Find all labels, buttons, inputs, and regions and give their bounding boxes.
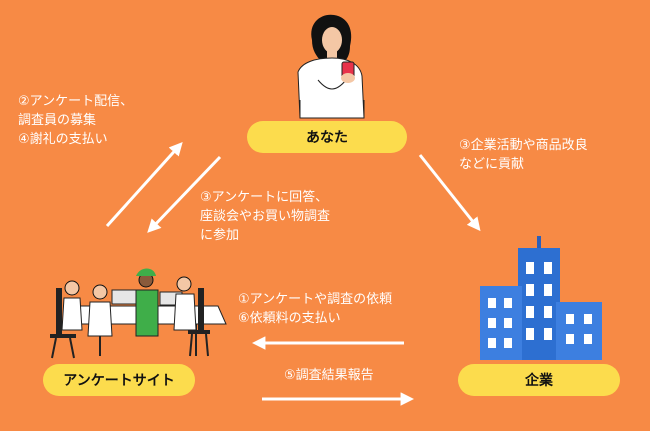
label-line: ⑤調査結果報告 xyxy=(284,368,374,383)
label-line: ③アンケートに回答、 xyxy=(200,190,329,205)
label-you-to-company: ③企業活動や商品改良 などに貢献 xyxy=(459,136,588,174)
label-line: 座談会やお買い物調査 xyxy=(200,209,331,224)
label-line: ③企業活動や商品改良 xyxy=(459,138,588,153)
node-company: 企業 xyxy=(458,364,620,396)
label-line: 調査員の募集 xyxy=(18,113,97,128)
label-you-to-site: ③アンケートに回答、 座談会やお買い物調査 に参加 xyxy=(200,188,330,245)
label-line: に参加 xyxy=(200,228,240,243)
node-company-label: 企業 xyxy=(525,373,553,389)
label-line: ④謝礼の支払い xyxy=(18,132,108,147)
arrow-you-to-company xyxy=(418,154,481,232)
arrow-site-to-you xyxy=(105,141,183,228)
node-survey-site: アンケートサイト xyxy=(43,364,195,396)
node-survey-site-label: アンケートサイト xyxy=(63,373,175,389)
label-line: などに貢献 xyxy=(459,157,525,172)
label-line: ⑥依頼料の支払い xyxy=(238,311,341,326)
arrow-you-to-site xyxy=(147,155,222,233)
node-you-label: あなた xyxy=(306,130,348,146)
label-site-to-you: ②アンケート配信、 調査員の募集 ④謝礼の支払い xyxy=(18,92,133,149)
label-site-to-company: ⑤調査結果報告 xyxy=(284,366,374,385)
label-company-to-site: ①アンケートや調査の依頼 ⑥依頼料の支払い xyxy=(238,290,392,328)
node-you: あなた xyxy=(247,121,407,153)
label-line: ①アンケートや調査の依頼 xyxy=(238,292,393,307)
label-line: ②アンケート配信、 xyxy=(18,94,134,109)
